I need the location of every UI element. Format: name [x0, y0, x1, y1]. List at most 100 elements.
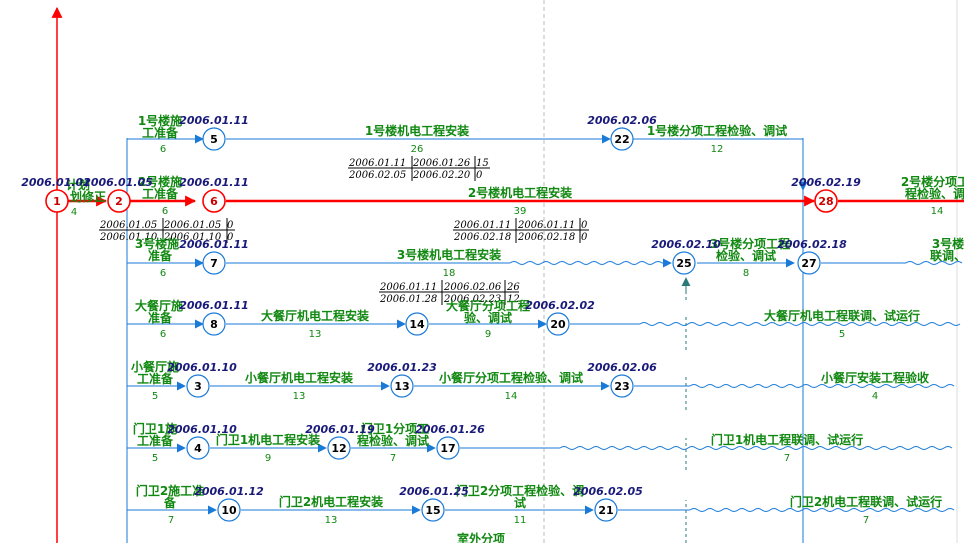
- activity-duration: 39: [514, 206, 527, 217]
- node-4[interactable]: 4: [186, 436, 210, 460]
- node-25[interactable]: 25: [672, 251, 696, 275]
- activity-name: 工准备: [142, 125, 179, 140]
- time-table-cell: 2006.01.11: [517, 220, 575, 231]
- activity-name: 3号楼机电工程安装: [397, 247, 501, 262]
- node-1[interactable]: 1: [45, 189, 69, 213]
- node-circle: [405, 312, 429, 336]
- activity-name: 大餐厅机电工程联调、试运行: [764, 308, 920, 323]
- activity-28[interactable]: 室外分项: [457, 531, 505, 543]
- node-date: 2006.01.11: [179, 114, 249, 127]
- node-5[interactable]: 5: [202, 127, 226, 151]
- activity-duration: 13: [325, 515, 338, 526]
- node-7[interactable]: 7: [202, 251, 226, 275]
- node-13[interactable]: 13: [390, 374, 414, 398]
- activity-duration: 13: [293, 391, 306, 402]
- activity-name: 工准备: [137, 433, 174, 448]
- node-circle: [327, 436, 351, 460]
- node-17[interactable]: 17: [436, 436, 460, 460]
- node-6[interactable]: 6: [202, 189, 226, 213]
- node-10[interactable]: 10: [217, 498, 241, 522]
- activity-duration: 12: [711, 144, 724, 155]
- time-table-cell: 12: [507, 294, 520, 305]
- node-20[interactable]: 20: [546, 312, 570, 336]
- free-float-21-out: [689, 508, 955, 512]
- node-number: 17: [440, 442, 455, 455]
- node-number: 21: [598, 504, 613, 517]
- activity-name: 联调、: [930, 249, 964, 263]
- node-number: 28: [818, 195, 833, 208]
- node-28[interactable]: 28: [814, 189, 838, 213]
- node-number: 7: [210, 257, 218, 270]
- activity-duration: 6: [160, 329, 166, 340]
- node-22[interactable]: 22: [610, 127, 634, 151]
- node-circle: [610, 127, 634, 151]
- node-circle: [45, 189, 69, 213]
- activity-17[interactable]: 小餐厅机电工程安装 13: [245, 370, 353, 402]
- activity-duration: 8: [743, 268, 749, 279]
- activity-name: 程检验、调: [905, 186, 964, 201]
- node-14[interactable]: 14: [405, 312, 429, 336]
- activity-name: 小餐厅安装工程验收: [821, 370, 929, 385]
- node-3[interactable]: 3: [186, 374, 210, 398]
- node-circle: [186, 374, 210, 398]
- node-number: 5: [210, 133, 218, 146]
- node-date: 2006.01.19: [305, 423, 375, 436]
- activity-name: 门卫1机电工程安装: [216, 432, 320, 447]
- node-circle: [186, 436, 210, 460]
- node-circle: [202, 312, 226, 336]
- node-circle: [594, 498, 618, 522]
- activity-duration: 9: [265, 453, 271, 464]
- activity-duration: 7: [784, 453, 790, 464]
- activity-name: 工准备: [142, 186, 179, 201]
- activity-name: 1号楼机电工程安装: [365, 123, 469, 138]
- node-date: 2006.02.18: [777, 238, 847, 251]
- activity-21[interactable]: 门卫1机电工程安装 9: [216, 432, 320, 464]
- activity-duration: 5: [152, 453, 158, 464]
- node-circle: [202, 251, 226, 275]
- node-number: 22: [614, 133, 629, 146]
- node-8[interactable]: 8: [202, 312, 226, 336]
- activity-duration: 6: [162, 206, 168, 217]
- time-table-cell: 0: [581, 232, 588, 243]
- activity-name: 小餐厅机电工程安装: [245, 370, 353, 385]
- node-12[interactable]: 12: [327, 436, 351, 460]
- activity-name: 准备: [148, 310, 173, 325]
- node-27[interactable]: 27: [797, 251, 821, 275]
- node-number: 15: [425, 504, 440, 517]
- node-23[interactable]: 23: [610, 374, 634, 398]
- time-table-cell: 2006.01.28: [379, 294, 437, 305]
- node-15[interactable]: 15: [421, 498, 445, 522]
- node-21[interactable]: 21: [594, 498, 618, 522]
- activity-name: 大餐厅施: [135, 298, 183, 313]
- node-2[interactable]: 2: [107, 189, 131, 213]
- node-date: 2006.01.12: [194, 485, 264, 498]
